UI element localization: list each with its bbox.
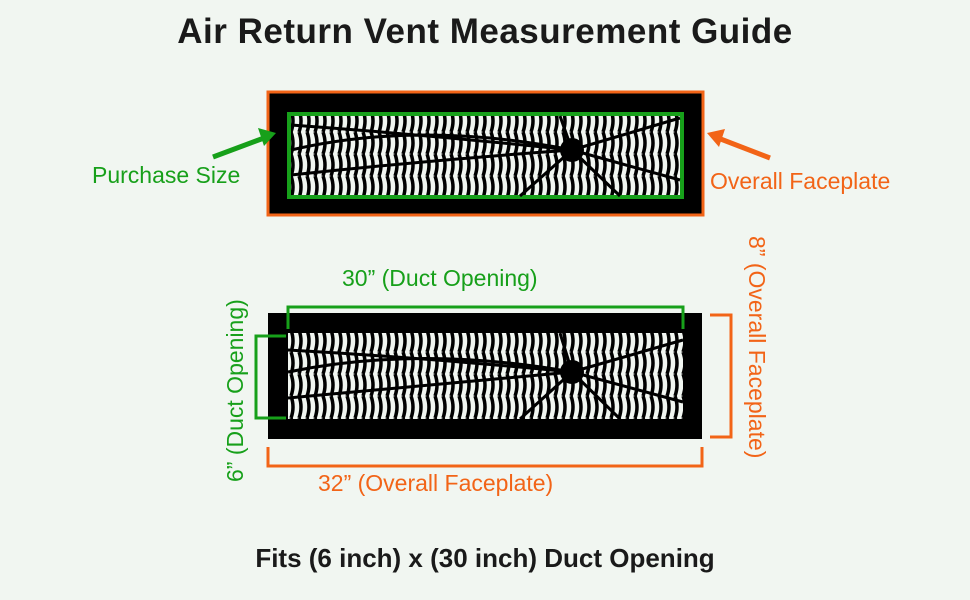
- duct-width-label: 30” (Duct Opening): [342, 265, 538, 291]
- duct-height-label: 6” (Duct Opening): [222, 299, 248, 482]
- fit-summary: Fits (6 inch) x (30 inch) Duct Opening: [255, 543, 715, 573]
- page-title: Air Return Vent Measurement Guide: [177, 12, 793, 51]
- purchase-size-label: Purchase Size: [92, 162, 241, 188]
- faceplate-height-label: 8” (Overall Faceplate): [744, 236, 770, 459]
- arrow-icon-orange: [707, 129, 771, 161]
- top-vent-faceplate: [266, 90, 705, 217]
- faceplate-width-label: 32” (Overall Faceplate): [318, 470, 554, 496]
- bottom-vent-faceplate: [268, 313, 702, 439]
- arrow-icon-green: [212, 128, 276, 160]
- overall-faceplate-label: Overall Faceplate: [710, 168, 891, 194]
